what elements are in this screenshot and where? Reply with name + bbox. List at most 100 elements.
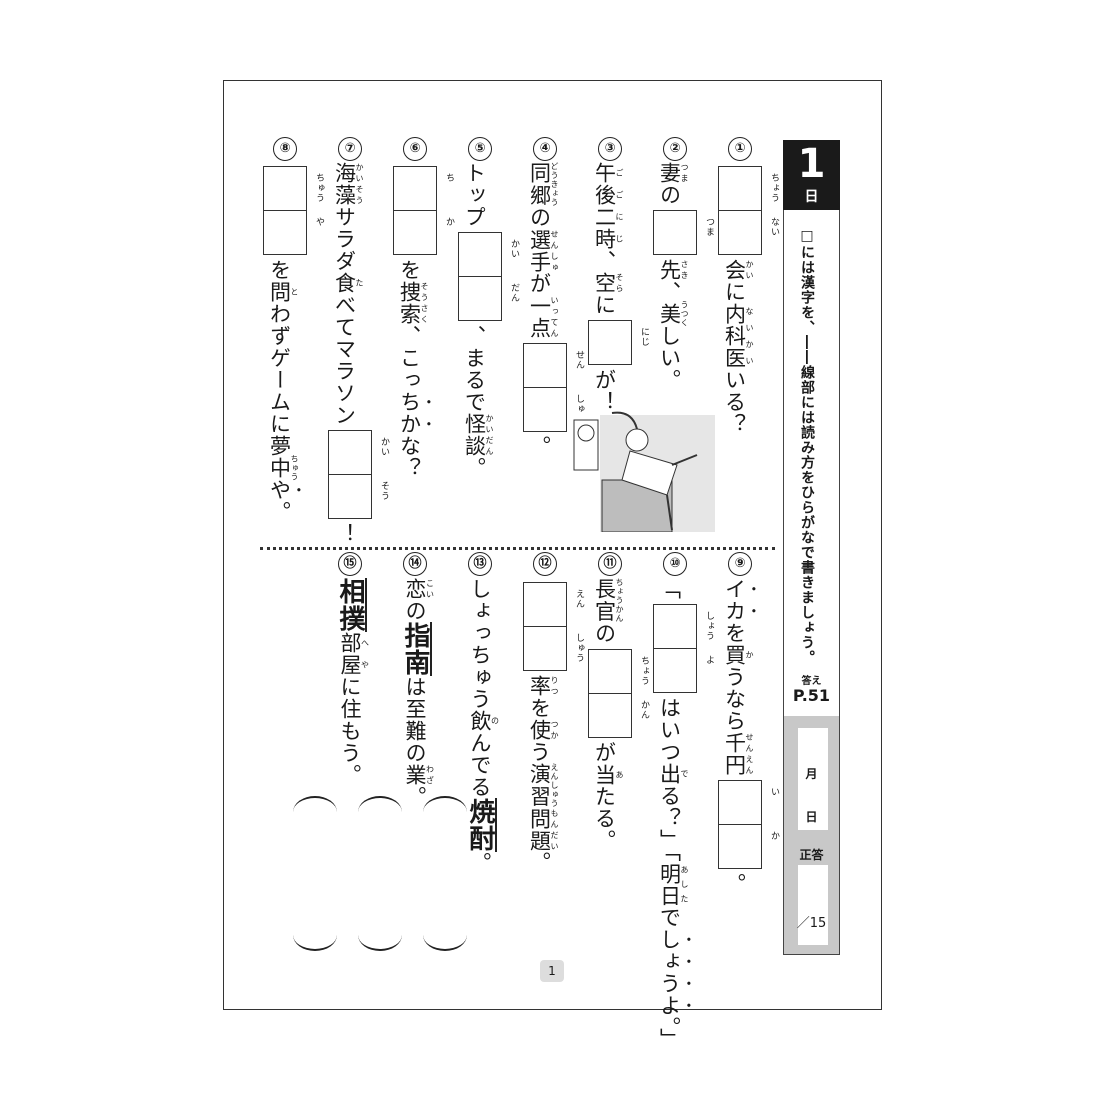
ruby-word: 選手せんしゅ <box>527 228 560 273</box>
question-number: ⑥ <box>403 137 427 161</box>
answer-box[interactable]: せんしゅ <box>523 342 584 432</box>
answer-box[interactable]: かいそう <box>328 430 389 519</box>
answer-cell[interactable]: つま <box>654 211 714 254</box>
sentence-text: 。 <box>468 852 492 874</box>
question-number: ⑫ <box>533 552 557 576</box>
question-bottom-5: しょっちゅう飲のんでる焼酎。 <box>458 578 502 874</box>
sentence-text: 。」 <box>657 1016 682 1051</box>
answer-cell[interactable]: か <box>719 825 779 868</box>
ruby-word: 買か <box>722 644 755 666</box>
furigana-hint: かん <box>639 699 649 720</box>
sentence-text: が <box>592 741 617 764</box>
answer-cell[interactable]: かい <box>329 431 389 475</box>
sentence-text: 、 <box>592 250 617 272</box>
date-box[interactable] <box>798 728 828 830</box>
sentence-text: しょうよ <box>657 928 682 1017</box>
question-number: ④ <box>533 137 557 161</box>
sentence-text: に住もう。 <box>338 676 362 786</box>
sentence-text: 。 <box>267 501 292 523</box>
furigana-hint: ちょう <box>639 655 649 686</box>
answer-cell[interactable]: にじ <box>589 321 649 364</box>
answer-box[interactable]: ちょうかん <box>588 648 649 738</box>
answer-box[interactable]: えんしゅう <box>523 582 584 671</box>
score-box[interactable] <box>798 865 828 945</box>
answer-cell[interactable]: だん <box>459 277 519 320</box>
furigana-hint: ない <box>769 217 779 237</box>
sentence-text: サラダ <box>332 206 357 272</box>
sentence-text: ちか <box>397 391 422 435</box>
question-number: ② <box>663 137 687 161</box>
answer-cell[interactable]: しゅ <box>524 388 584 431</box>
question-bottom-4: えんしゅう率りつを使つかう演習えんしゅう問題もんだい。 <box>523 578 584 874</box>
answer-page: P.51 <box>792 686 831 705</box>
section-divider <box>260 547 775 550</box>
instruction-text: □には漢字を、――線部には読み方をひらがなで書きましょう。 <box>799 228 815 665</box>
answer-box[interactable]: ちゅうや <box>263 166 324 255</box>
answer-cell[interactable]: えん <box>524 583 584 627</box>
sentence-text: の <box>527 206 552 229</box>
answer-cell[interactable]: ちゅう <box>264 167 324 211</box>
answer-box[interactable]: つま <box>653 210 714 255</box>
sentence-text: 。 <box>722 873 747 895</box>
answer-cell[interactable]: しゅう <box>524 627 584 670</box>
ruby-word: 先さき <box>657 259 690 281</box>
answer-cell[interactable]: せん <box>524 344 584 388</box>
question-top-1: ちょうない会かいに内科医ないかいいる？ <box>718 162 779 435</box>
sentence-text: んでる <box>468 732 492 798</box>
answer-paren-close[interactable] <box>358 935 402 951</box>
ruby-word: 業わざ <box>403 764 435 786</box>
answer-cell[interactable]: そう <box>329 475 389 518</box>
sentence-text: の <box>403 600 427 622</box>
question-top-2: 妻つまのつま先さき、美うつくしい。 <box>653 162 714 391</box>
answer-cell[interactable]: い <box>719 781 779 825</box>
question-top-5: トップかいだん、まるで怪談かいだん。 <box>458 162 519 479</box>
answer-box[interactable]: いか <box>718 780 779 869</box>
answer-box[interactable]: かいだん <box>458 232 519 321</box>
answer-cell[interactable]: か <box>394 211 454 254</box>
sentence-text: 。 <box>462 457 487 479</box>
answer-paren-open[interactable] <box>293 796 337 812</box>
ruby-word: 午後二時ごごにじ <box>592 162 625 250</box>
answer-cell[interactable]: ない <box>719 211 779 254</box>
sentence-text: はいつ <box>657 697 682 763</box>
answer-cell[interactable]: かい <box>459 233 519 277</box>
sentence-text: イカ <box>722 578 747 622</box>
sentence-text: 、こっ <box>397 325 422 391</box>
question-top-3: 午後二時ごごにじ、空そらににじが！ <box>588 162 649 413</box>
answer-cell[interactable]: かん <box>589 694 649 737</box>
answer-cell[interactable]: ちょう <box>589 650 649 694</box>
sentence-text: しょっちゅう <box>468 578 492 710</box>
answer-box[interactable]: ちょうない <box>718 166 779 255</box>
furigana-hint: そう <box>379 481 389 501</box>
answer-cell[interactable]: ち <box>394 167 454 211</box>
ruby-word: 恋こい <box>403 578 435 600</box>
sentence-text: う <box>527 741 552 763</box>
answer-label: 答え <box>801 676 822 687</box>
question-top-4: 同郷どうきょうの選手せんしゅが一点いってんせんしゅ。 <box>523 162 584 458</box>
question-top-7: 海藻かいそうサラダ食たべてマラソンかいそう！ <box>328 162 389 545</box>
sentence-text: 「 <box>657 578 682 600</box>
answer-cell[interactable]: や <box>264 211 324 254</box>
answer-paren-close[interactable] <box>293 935 337 951</box>
furigana-hint: か <box>769 831 779 841</box>
sentence-text: しい。 <box>657 325 682 391</box>
sentence-text: な？ <box>397 435 422 479</box>
answer-box[interactable]: にじ <box>588 320 649 365</box>
ruby-word: 捜索そうさく <box>397 281 430 325</box>
answer-box[interactable]: しょうよ <box>653 604 714 693</box>
page-number: 1 <box>540 960 564 982</box>
answer-cell[interactable]: ちょう <box>719 167 779 211</box>
answer-paren-open[interactable] <box>423 796 467 812</box>
ruby-word: 演習えんしゅう <box>527 762 560 808</box>
answer-paren-close[interactable] <box>423 935 467 951</box>
worksheet-page <box>223 80 882 1010</box>
furigana-hint: しゅ <box>574 393 584 414</box>
answer-cell[interactable]: しょう <box>654 605 714 649</box>
question-number: ⑭ <box>403 552 427 576</box>
sentence-text: が <box>527 272 552 295</box>
answer-box[interactable]: ちか <box>393 166 454 255</box>
answer-cell[interactable]: よ <box>654 649 714 692</box>
sentence-text: の <box>592 622 617 645</box>
answer-paren-open[interactable] <box>358 796 402 812</box>
month-label: 月 <box>805 767 818 781</box>
